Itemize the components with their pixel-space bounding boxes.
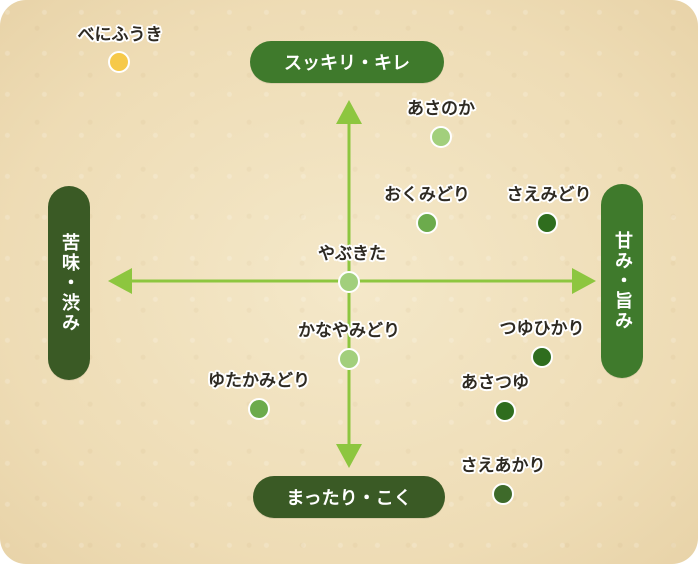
axis-label-bottom: まったり・こく [253,476,445,518]
variety-label: やぶきた [318,244,386,264]
variety-label: つゆひかり [499,319,585,339]
variety-label: ゆたかみどり [208,371,310,391]
arrow-down-icon [336,444,362,468]
variety-label: あさつゆ [461,373,529,393]
variety-dot [108,51,130,73]
variety-label: あさのか [407,99,475,119]
variety-dot [531,346,553,368]
variety-dot [248,398,270,420]
variety-dot [536,212,558,234]
variety-dot [338,271,360,293]
variety-dot [492,483,514,505]
variety-label: さえみどり [506,185,592,205]
variety-label: さえあかり [460,456,546,476]
variety-dot [494,400,516,422]
variety-dot [430,126,452,148]
axis-label-left: 苦味・渋み [48,186,90,380]
variety-label: べにふうき [77,25,163,45]
axis-label-top: スッキリ・キレ [250,41,444,83]
arrow-right-icon [572,268,596,294]
axis-label-right: 甘み・旨み [601,184,643,378]
arrow-left-icon [108,268,132,294]
variety-label: おくみどり [384,185,470,205]
variety-dot [338,348,360,370]
variety-label: かなやみどり [298,321,400,341]
arrow-up-icon [336,100,362,124]
variety-dot [416,212,438,234]
